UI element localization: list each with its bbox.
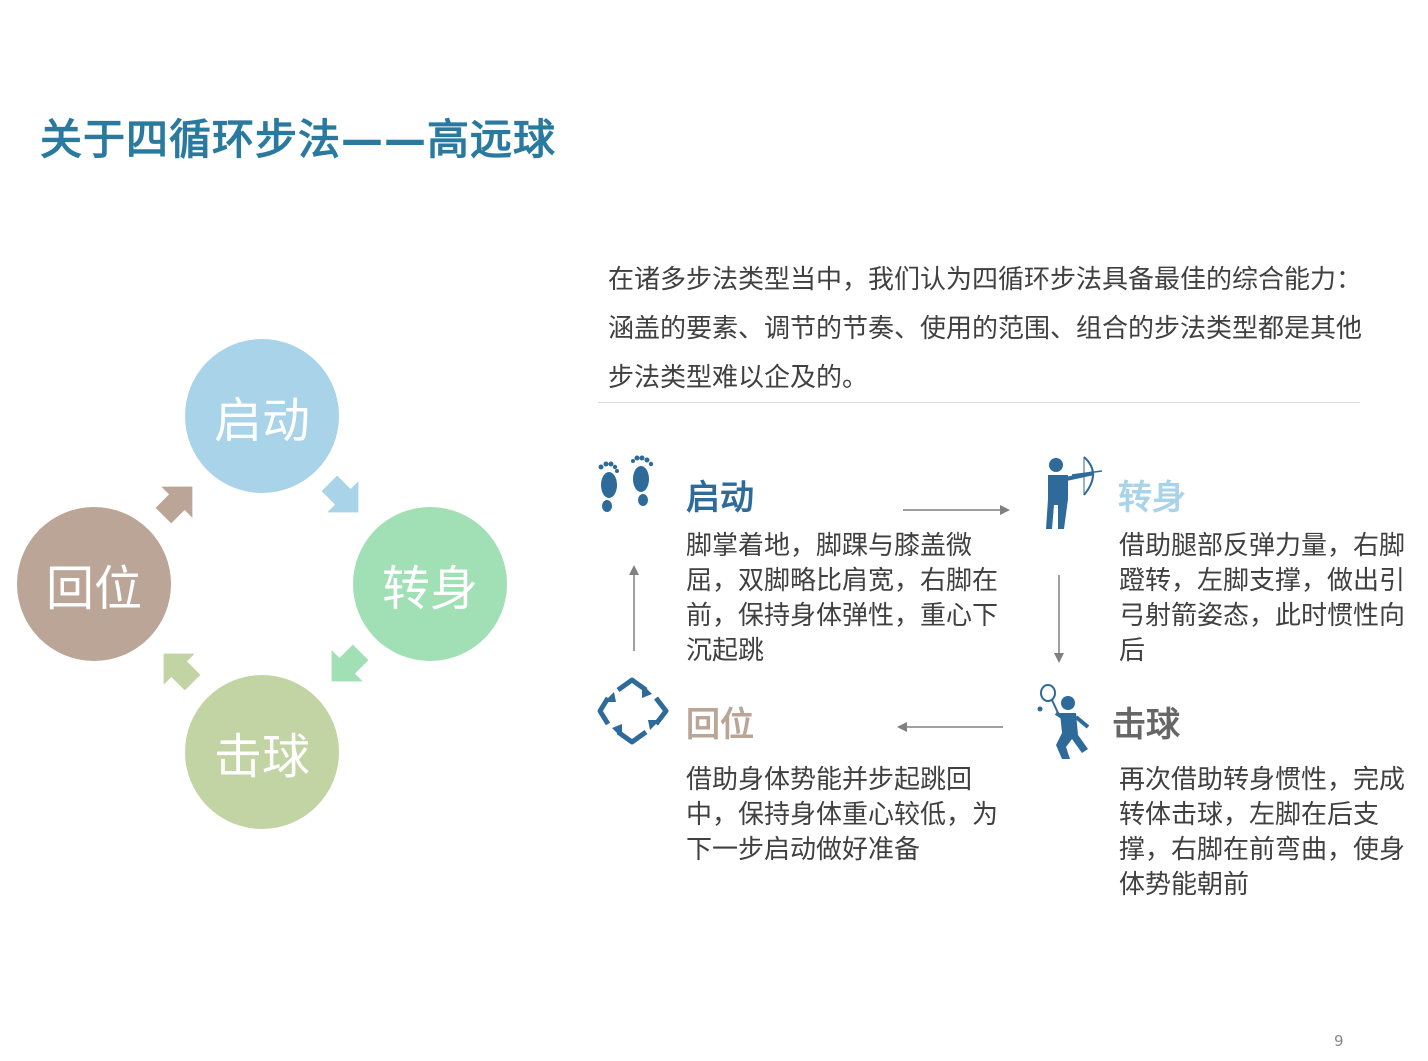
step-title-hit: 击球 bbox=[1112, 705, 1180, 745]
step-title-start: 启动 bbox=[686, 478, 754, 518]
cycle-circle-start: 启动 bbox=[185, 339, 339, 493]
step-desc-hit: 再次借助转身惯性，完成转体击球，左脚在后支撑，右脚在前弯曲，使身体势能朝前 bbox=[1119, 765, 1406, 900]
flow-arrow-down bbox=[1054, 575, 1064, 663]
archer-icon bbox=[1046, 456, 1103, 529]
cycle-arrows-icon bbox=[597, 677, 669, 745]
divider bbox=[598, 402, 1360, 403]
arrow-turn-to-hit bbox=[331, 644, 369, 682]
arrow-start-to-turn bbox=[321, 475, 359, 513]
step-title-turn: 转身 bbox=[1118, 478, 1186, 518]
intro-paragraph: 在诸多步法类型当中，我们认为四循环步法具备最佳的综合能力：涵盖的要素、调节的节奏… bbox=[608, 265, 1363, 393]
footprints-icon bbox=[598, 455, 654, 512]
arrow-hit-to-return bbox=[163, 653, 201, 691]
flow-arrow-right bbox=[903, 505, 1010, 515]
arrow-return-to-start bbox=[155, 486, 193, 524]
cycle-circle-return: 回位 bbox=[17, 507, 171, 661]
step-title-return: 回位 bbox=[686, 705, 754, 745]
cycle-circle-turn: 转身 bbox=[353, 507, 507, 661]
flow-arrow-up bbox=[629, 565, 639, 651]
step-desc-return: 借助身体势能并步起跳回中，保持身体重心较低，为下一步启动做好准备 bbox=[686, 765, 999, 865]
step-desc-start: 脚掌着地，脚踝与膝盖微屈，双脚略比肩宽，右脚在前，保持身体弹性，重心下沉起跳 bbox=[686, 531, 999, 666]
step-desc-turn: 借助腿部反弹力量，右脚蹬转，左脚支撑，做出引弓射箭姿态，此时惯性向后 bbox=[1119, 531, 1406, 666]
flow-arrow-left bbox=[897, 722, 1003, 732]
cycle-circle-hit: 击球 bbox=[185, 675, 339, 829]
page-number: 9 bbox=[1334, 1032, 1344, 1050]
page-title: 关于四循环步法——高远球 bbox=[40, 115, 557, 164]
badminton-player-icon bbox=[1037, 684, 1090, 759]
